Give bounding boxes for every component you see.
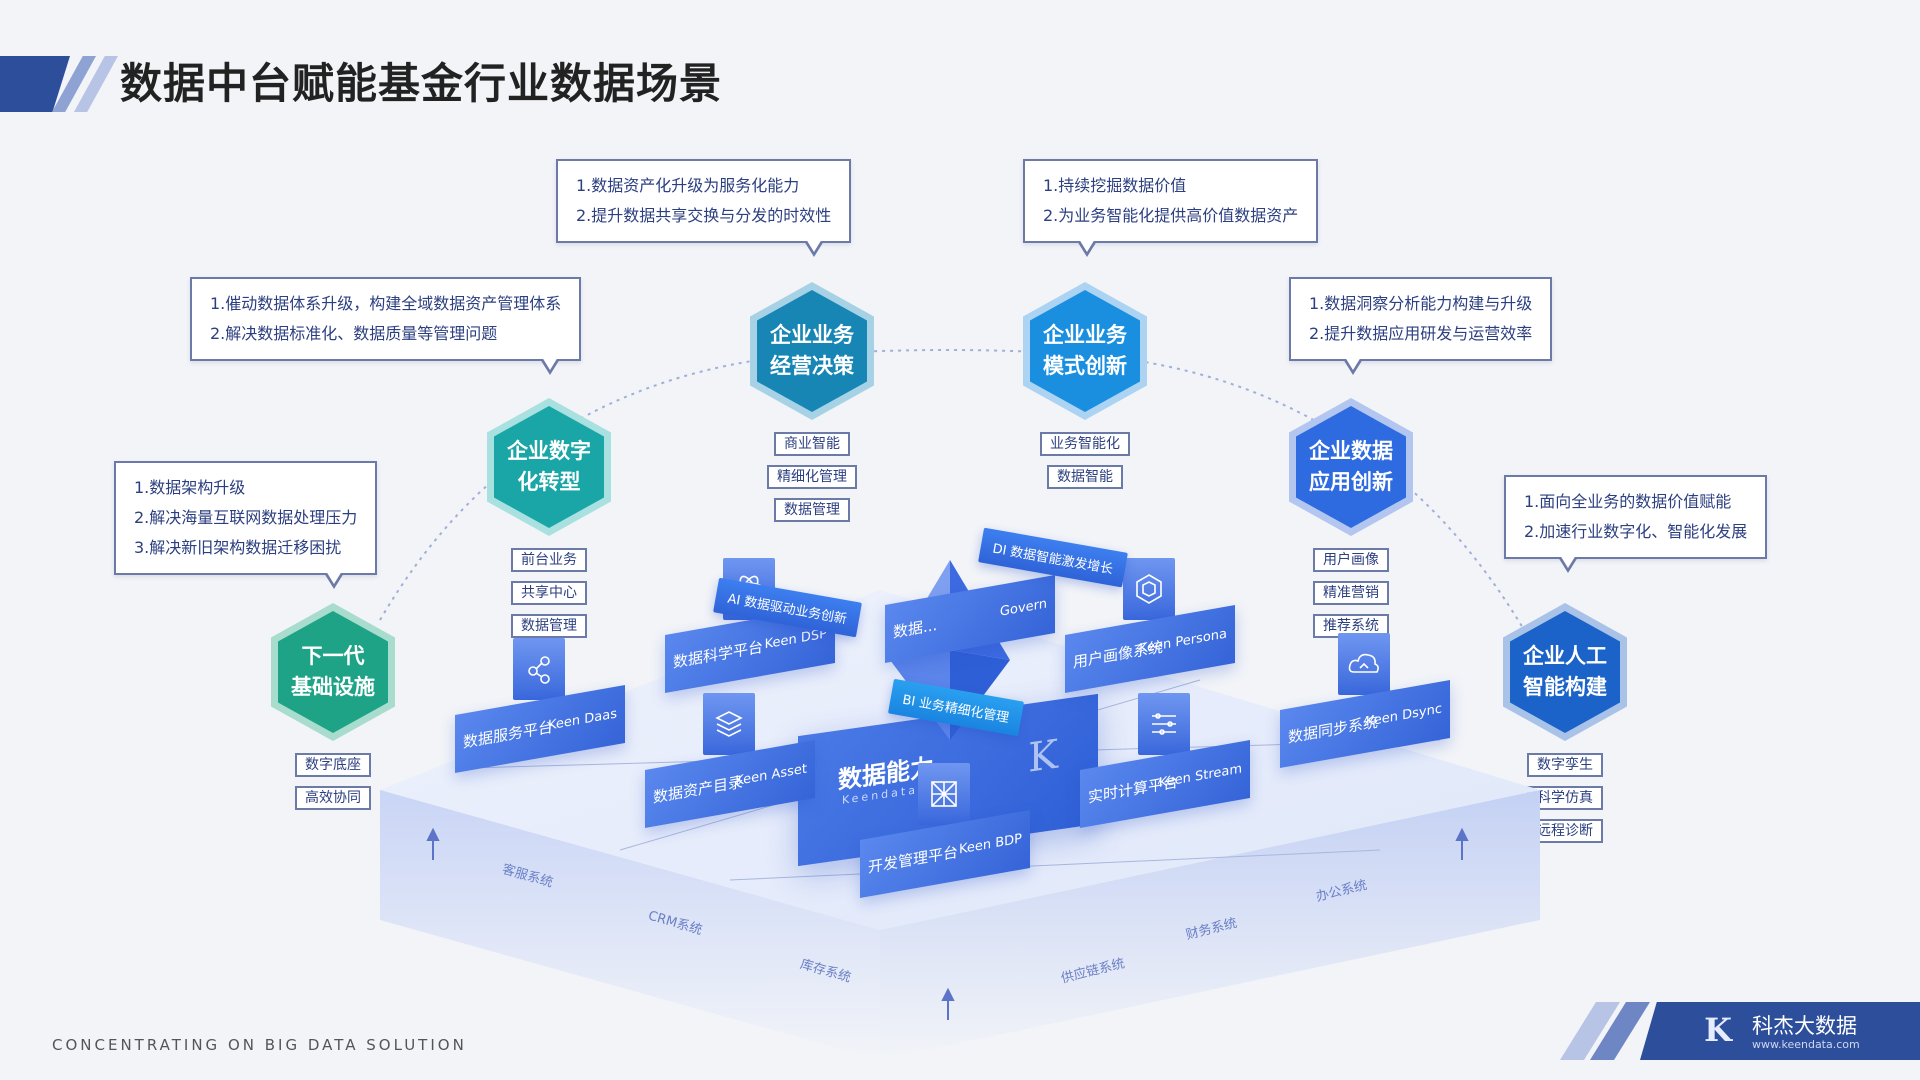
stage-tags: 数字底座 高效协同 [271, 753, 395, 810]
tag: 精准营销 [1313, 581, 1389, 605]
tag: 前台业务 [511, 548, 587, 572]
tag: 数字底座 [295, 753, 371, 777]
callout-line: 1.面向全业务的数据价值赋能 [1524, 492, 1732, 511]
callout-pointer [540, 357, 560, 375]
module-product: Govern [999, 596, 1047, 620]
callout-line: 1.数据洞察分析能力构建与升级 [1309, 294, 1533, 313]
module-product: Keen Stream [1158, 761, 1242, 792]
data-platform-diagram: 数据能力 Keendata K 数据服务平台 Keen Daas 数据科学平台 … [380, 520, 1540, 1060]
module-product: Keen Asset [735, 761, 807, 790]
tag: 高效协同 [295, 786, 371, 810]
page-title: 数据中台赋能基金行业数据场景 [120, 59, 723, 108]
stage-title-line: 应用创新 [1309, 470, 1393, 494]
stage-title-line: 智能构建 [1523, 675, 1607, 699]
stage-infra: 下一代基础设施 数字底座 高效协同 [271, 603, 395, 810]
callout-digital: 1.催动数据体系升级，构建全域数据资产管理体系 2.解决数据标准化、数据质量等管… [190, 277, 582, 375]
tag: 数字孪生 [1527, 753, 1603, 777]
tag: 商业智能 [774, 432, 850, 456]
stage-title-line: 基础设施 [291, 675, 375, 699]
module-product: Keen Dsync [1365, 701, 1442, 730]
module-product: Keen Daas [548, 706, 617, 734]
footer-slogan: CONCENTRATING ON BIG DATA SOLUTION [52, 1036, 467, 1054]
callout-line: 1.催动数据体系升级，构建全域数据资产管理体系 [210, 294, 562, 313]
stage-tags: 数字孪生 科学仿真 远程诊断 [1503, 753, 1627, 843]
tag: 数据管理 [774, 498, 850, 522]
module-name: 数据资产目录 [653, 772, 744, 807]
module-name: 数据... [893, 615, 938, 642]
module-name: 数据科学平台 [673, 637, 764, 672]
tag: 业务智能化 [1040, 432, 1130, 456]
stage-model: 企业业务模式创新 业务智能化 数据智能 [1023, 282, 1147, 489]
stage-tags: 前台业务 共享中心 数据管理 [487, 548, 611, 638]
callout-line: 2.解决海量互联网数据处理压力 [134, 508, 358, 527]
stage-decision: 企业业务经营决策 商业智能 精细化管理 数据管理 [750, 282, 874, 522]
stage-hexagon: 企业数字化转型 [487, 398, 611, 536]
module-name: 数据服务平台 [463, 717, 554, 752]
cube-hex-icon [1123, 558, 1175, 620]
tag: 数据管理 [511, 614, 587, 638]
callout-line: 1.数据资产化升级为服务化能力 [576, 176, 800, 195]
module-name: 数据同步系统 [1288, 712, 1379, 747]
tag: 数据智能 [1047, 465, 1123, 489]
callout-app: 1.数据洞察分析能力构建与升级 2.提升数据应用研发与运营效率 [1289, 277, 1553, 375]
callout-pointer [804, 239, 824, 257]
graph-nodes-icon [513, 638, 565, 700]
callout-model: 1.持续挖掘数据价值 2.为业务智能化提供高价值数据资产 [1023, 159, 1319, 257]
network-grid-icon [918, 763, 970, 825]
callout-pointer [1558, 555, 1578, 573]
stage-tags: 业务智能化 数据智能 [1023, 432, 1147, 489]
stage-ai: 企业人工智能构建 数字孪生 科学仿真 远程诊断 [1503, 603, 1627, 843]
layers-icon [703, 693, 755, 755]
module-name: 开发管理平台 [868, 842, 959, 877]
callout-line: 2.加速行业数字化、智能化发展 [1524, 522, 1748, 541]
callout-line: 2.为业务智能化提供高价值数据资产 [1043, 206, 1299, 225]
stage-title-line: 企业数字 [507, 439, 591, 463]
stage-title-line: 经营决策 [770, 354, 854, 378]
module-product: Keen Persona [1139, 626, 1227, 657]
stage-digital: 企业数字化转型 前台业务 共享中心 数据管理 [487, 398, 611, 638]
callout-pointer [324, 571, 344, 589]
keendata-logo-icon: K [1704, 1011, 1732, 1049]
tag: 共享中心 [511, 581, 587, 605]
callout-pointer [1343, 357, 1363, 375]
stage-tags: 商业智能 精细化管理 数据管理 [750, 432, 874, 522]
callout-pointer [1077, 239, 1097, 257]
stage-title-line: 化转型 [517, 470, 581, 494]
stage-hexagon: 企业业务经营决策 [750, 282, 874, 420]
stage-hexagon: 企业数据应用创新 [1289, 398, 1413, 536]
stage-title-line: 企业数据 [1309, 439, 1393, 463]
callout-line: 2.提升数据共享交换与分发的时效性 [576, 206, 832, 225]
stage-title-line: 企业人工 [1523, 644, 1607, 668]
callout-line: 2.解决数据标准化、数据质量等管理问题 [210, 324, 498, 343]
tag: 精细化管理 [767, 465, 857, 489]
callout-decision: 1.数据资产化升级为服务化能力 2.提升数据共享交换与分发的时效性 [556, 159, 852, 257]
brand-bar [1640, 1002, 1920, 1060]
brand-name: 科杰大数据 [1752, 1014, 1857, 1038]
stage-title-line: 企业业务 [770, 323, 854, 347]
keendata-logo-icon: K [1028, 731, 1058, 782]
tag: 用户画像 [1313, 548, 1389, 572]
stage-hexagon: 下一代基础设施 [271, 603, 395, 741]
cloud-sync-icon [1338, 633, 1390, 695]
stage-app: 企业数据应用创新 用户画像 精准营销 推荐系统 [1289, 398, 1413, 638]
stream-lines-icon [1138, 693, 1190, 755]
stage-title-line: 下一代 [301, 644, 365, 668]
stage-title-line: 企业业务 [1043, 323, 1127, 347]
callout-line: 3.解决新旧架构数据迁移困扰 [134, 538, 342, 557]
brand-url: www.keendata.com [1752, 1038, 1860, 1051]
callout-line: 2.提升数据应用研发与运营效率 [1309, 324, 1533, 343]
callout-ai: 1.面向全业务的数据价值赋能 2.加速行业数字化、智能化发展 [1504, 475, 1768, 573]
stage-hexagon: 企业业务模式创新 [1023, 282, 1147, 420]
callout-line: 1.数据架构升级 [134, 478, 246, 497]
callout-infra: 1.数据架构升级 2.解决海量互联网数据处理压力 3.解决新旧架构数据迁移困扰 [114, 461, 378, 589]
stage-title-line: 模式创新 [1043, 354, 1127, 378]
module-product: Keen BDP [958, 831, 1022, 858]
callout-line: 1.持续挖掘数据价值 [1043, 176, 1187, 195]
